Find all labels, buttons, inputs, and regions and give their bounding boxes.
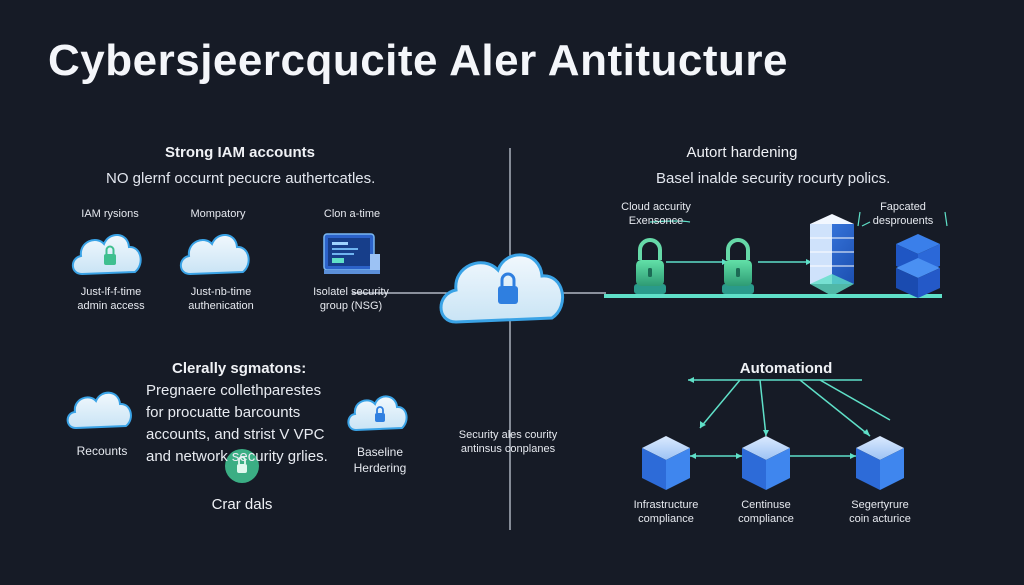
callout-bracket	[857, 211, 948, 227]
crar-dals-label: Crar dals	[211, 496, 273, 513]
caption-line: Just-nb-time	[190, 286, 252, 298]
baseline-cloud-lock-icon	[347, 395, 408, 432]
monitor-icon	[323, 233, 380, 274]
node-label: Segertyrure coin acturice	[828, 498, 932, 526]
node-label-line: compliance	[638, 513, 694, 525]
item-label: Clon a-time	[323, 208, 381, 220]
connector-3	[649, 220, 691, 223]
callout-line: Fapcated	[880, 201, 926, 213]
cloud-label-line: Cloud accurity	[621, 201, 691, 213]
node-label: Infrastructure compliance	[616, 498, 716, 526]
hardening-subheading: Basel inalde security rocurty polics.	[656, 170, 891, 187]
security-cube-icon	[856, 436, 904, 490]
callout-label: Fapcated desprouents	[858, 200, 948, 228]
node-label: Centinuse compliance	[716, 498, 816, 526]
server-stack-icon	[810, 214, 854, 296]
hardening-heading: Autort hardening	[686, 144, 798, 161]
center-caption: Security ales courity antinsus conplanes	[448, 428, 568, 456]
iam-heading: Strong IAM accounts	[164, 144, 315, 161]
sgmatons-heading: Clerally sgmatons:	[172, 360, 307, 377]
node-label-line: coin acturice	[849, 513, 911, 525]
caption-line: authenication	[188, 300, 254, 312]
baseline-label: Baseline Herdering	[340, 444, 420, 476]
node-label-line: Infrastructure	[633, 499, 699, 511]
item-label: Mompatory	[190, 208, 246, 220]
caption-line: admin access	[77, 300, 145, 312]
body-line: Pregnaere collethparestes	[146, 382, 322, 399]
cloud-accurity-label: Cloud accurity Exensonce	[606, 200, 706, 228]
baseline-line: Herdering	[353, 461, 407, 475]
callout-line: desprouents	[872, 215, 934, 227]
baseline-line: Baseline	[356, 445, 404, 459]
center-caption-line: antinsus conplanes	[460, 443, 556, 455]
item-caption: Just-lf-f-time admin access	[56, 285, 166, 313]
item-caption: Isolatel security group (NSG)	[296, 285, 406, 313]
item-caption: Just-nb-time authenication	[166, 285, 276, 313]
node-label-line: compliance	[738, 513, 794, 525]
padlock-icon-2	[722, 238, 754, 294]
recounts-cloud-icon	[66, 391, 132, 430]
automation-heading: Automationd	[739, 360, 833, 377]
continuous-cube-icon	[742, 436, 790, 490]
item-label: IAM rysions	[81, 208, 139, 220]
recounts-label: Recounts	[76, 444, 128, 458]
cloud-icon	[179, 234, 250, 276]
body-line: accounts, and strist V VPC	[146, 426, 325, 443]
caption-line: Just-lf-f-time	[80, 286, 142, 298]
padlock-icon-1	[634, 238, 666, 294]
body-line: and network security grlies.	[146, 448, 328, 465]
caption-line: group (NSG)	[319, 300, 383, 312]
sgmatons-body: Pregnaere collethparestes for procuatte …	[146, 380, 328, 468]
node-label-line: Centinuse	[741, 499, 791, 511]
caption-line: Isolatel security	[313, 286, 389, 298]
automation-arrows	[688, 379, 891, 457]
diagram-title: Cybersjeercqucite Aler Antitucture	[48, 36, 788, 85]
body-line: for procuatte barcounts	[146, 404, 301, 421]
central-cloud-lock-icon	[439, 253, 564, 324]
infrastructure-cube-icon	[642, 436, 690, 490]
iam-subheading: NO glernf occurnt pecucre authertcatles.	[106, 170, 376, 187]
blue-cube-stack-icon	[896, 234, 940, 298]
lock-circle-icon	[225, 449, 259, 483]
callout-arrow	[861, 221, 871, 227]
cloud-label-line: Exensonce	[628, 215, 684, 227]
cloud-lock-icon	[71, 234, 142, 276]
center-caption-line: Security ales courity	[458, 429, 558, 441]
node-label-line: Segertyrure	[851, 499, 909, 511]
